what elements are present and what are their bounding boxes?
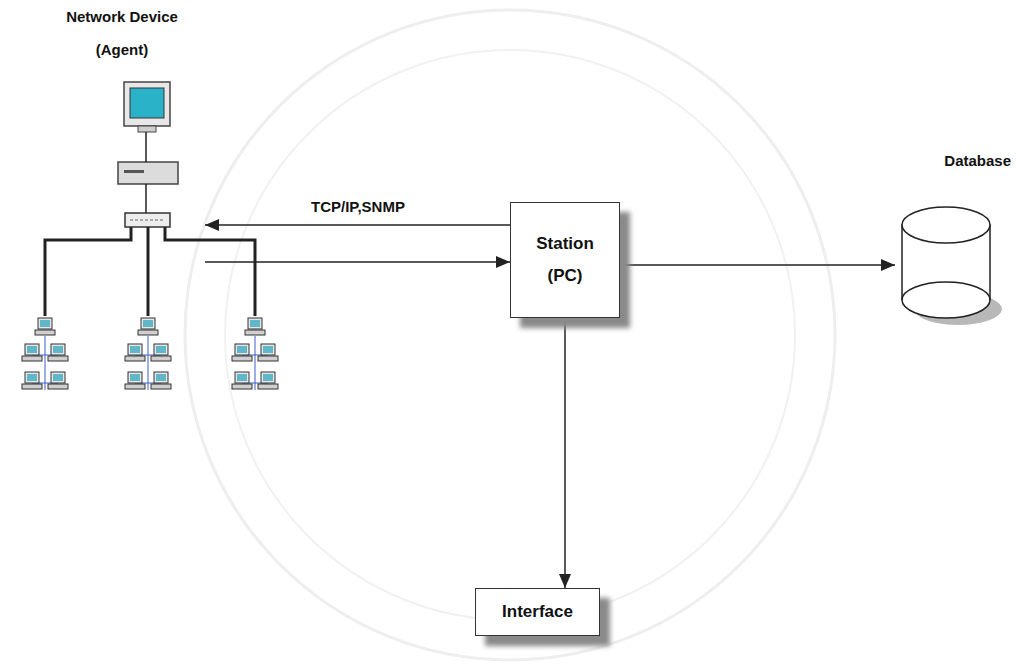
watermark-ring [185, 10, 835, 660]
node-label: Database [895, 150, 1015, 172]
node-label: Interface [502, 596, 573, 628]
arrow-connector [205, 261, 510, 263]
network-wire [147, 227, 150, 316]
cable [145, 132, 147, 162]
monitor-screen [130, 88, 164, 118]
arrow-connector [620, 264, 895, 266]
node-label: Network Device (Agent) [57, 0, 187, 66]
hub [125, 213, 170, 227]
desktop-unit [118, 162, 178, 184]
cylinder-part [902, 282, 990, 300]
edge-label: TCP/IP,SNMP [308, 198, 408, 215]
cylinder-part [902, 207, 990, 243]
drive-slot [124, 170, 144, 173]
monitor-stand [138, 126, 156, 132]
database-cylinder: Database [895, 150, 1015, 330]
arrow-connector [205, 224, 510, 226]
cable [145, 184, 147, 213]
network-wire [165, 227, 255, 316]
network-wire [45, 227, 131, 316]
watermark-ring [225, 50, 795, 620]
computer-cluster [232, 318, 278, 390]
arrow-connector [564, 318, 566, 588]
agent-device: Network Device (Agent) [55, 0, 205, 270]
station-box: Station (PC) [510, 202, 620, 318]
cylinder-outline [900, 205, 996, 327]
monitor [124, 82, 170, 126]
interface-box: Interface [475, 588, 600, 636]
computer-cluster [22, 318, 68, 390]
hub-ports [130, 220, 165, 221]
node-label: Station (PC) [536, 228, 594, 292]
computer-cluster [125, 318, 171, 390]
